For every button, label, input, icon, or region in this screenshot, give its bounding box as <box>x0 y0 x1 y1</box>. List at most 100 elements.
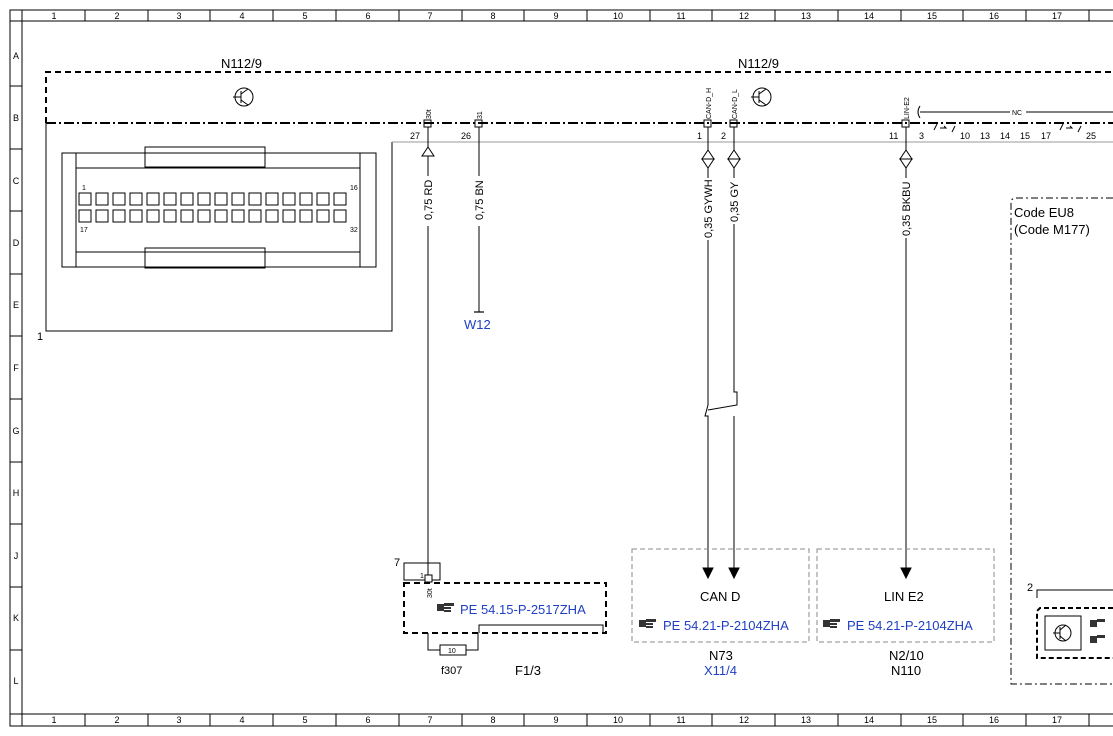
pin-tag: 30t <box>426 109 433 119</box>
col-label: 5 <box>302 715 307 725</box>
col-label: 17 <box>1052 11 1062 21</box>
pin-label: 3 <box>919 131 924 141</box>
pin-tag: CAN-D_L <box>732 89 739 119</box>
row-label: L <box>13 676 18 686</box>
code-label-1: Code EU8 <box>1014 205 1074 220</box>
row-label: A <box>13 51 19 61</box>
column-labels-bottom: 1 2 3 4 5 6 7 8 9 10 11 12 13 14 15 16 1… <box>51 715 1062 725</box>
row-label: H <box>13 488 20 498</box>
can-box-title: CAN D <box>700 589 740 604</box>
module-boundary <box>45 71 1113 123</box>
fuse-pin: 1 <box>420 573 424 580</box>
col-label: 9 <box>553 11 558 21</box>
connector-pin-label: 32 <box>350 227 358 234</box>
col-label: 17 <box>1052 715 1062 725</box>
connector-pin-grid <box>78 192 347 223</box>
wire-label: 0,35 GYWH <box>703 179 715 238</box>
row-label: F <box>13 363 19 373</box>
pin-label: 25 <box>1086 131 1096 141</box>
col-label: 7 <box>427 715 432 725</box>
wire-rd: 0,75 RD <box>420 127 436 583</box>
code-item-number: 2 <box>1027 582 1033 594</box>
can-d-box: CAN D PE 54.21-P-2104ZHA N73 X11/4 <box>631 548 810 678</box>
wire-label: 0,75 BN <box>474 180 486 220</box>
col-label: 16 <box>989 11 999 21</box>
row-label: E <box>13 300 19 310</box>
fuse-box-item-number: 7 <box>394 557 400 569</box>
nc-switch-marks <box>933 123 1082 133</box>
col-label: 2 <box>114 715 119 725</box>
col-label: 4 <box>239 715 244 725</box>
wire-can-h <box>701 127 715 580</box>
pin-label: 11 <box>889 131 898 141</box>
sheet-frame <box>9 9 1113 727</box>
col-label: 9 <box>553 715 558 725</box>
col-label: 16 <box>989 715 999 725</box>
col-label: 6 <box>365 11 370 21</box>
lin-box-title: LIN E2 <box>884 589 924 604</box>
pointing-hand-icon[interactable] <box>437 603 454 612</box>
can-box-ref-link[interactable]: PE 54.21-P-2104ZHA <box>663 618 789 633</box>
fuse-box: 7 1 30t PE 54.15-P-2517ZHA 10 f307 F1/3 <box>394 557 607 678</box>
wire-label: 0,75 RD <box>423 180 435 220</box>
pointing-hand-icon[interactable] <box>823 619 840 628</box>
col-label: 13 <box>801 715 811 725</box>
pin-label: 26 <box>461 131 471 141</box>
fuse-value: 10 <box>448 648 456 655</box>
lin-box-name-2: N110 <box>891 663 921 678</box>
module-item-number: 1 <box>37 331 43 343</box>
fuse-name: f307 <box>441 665 462 677</box>
col-label: 3 <box>176 715 181 725</box>
pin-tag: CAN-D_H <box>706 88 713 119</box>
col-label: 3 <box>176 11 181 21</box>
col-label: 11 <box>676 715 685 725</box>
col-label: 5 <box>302 11 307 21</box>
col-label: 15 <box>927 11 937 21</box>
can-box-link[interactable]: X11/4 <box>704 663 737 678</box>
col-label: 8 <box>490 11 495 21</box>
wire-label: 0,35 BKBU <box>901 182 913 236</box>
col-label: 8 <box>490 715 495 725</box>
module-name-left: N112/9 <box>221 56 262 71</box>
transistor-icon <box>233 87 254 107</box>
col-label: 10 <box>613 715 623 725</box>
ground-label: W12 <box>464 317 491 332</box>
code-box: Code EU8 (Code M177) 2 <box>1010 197 1113 685</box>
module-n112-9: N112/9 N112/9 1 <box>37 56 1113 343</box>
row-label: D <box>13 238 20 248</box>
sheet-ticks <box>10 10 1090 726</box>
lin-e2-box: LIN E2 PE 54.21-P-2104ZHA N2/10 N110 <box>816 548 995 678</box>
transistor-icon <box>1053 624 1072 642</box>
connector-pin-label: 1 <box>82 185 86 192</box>
pin-label: 13 <box>980 131 990 141</box>
col-label: 13 <box>801 11 811 21</box>
col-label: 10 <box>613 11 623 21</box>
lin-box-name-1: N2/10 <box>889 648 924 663</box>
pointing-hand-icon[interactable] <box>1090 619 1105 627</box>
connector-pin-label: 17 <box>80 227 88 234</box>
wire-can-l <box>707 127 741 580</box>
row-label: K <box>13 613 19 623</box>
column-labels-top: 1 2 3 4 5 6 7 8 9 10 11 12 13 14 15 16 1… <box>51 11 1062 21</box>
col-label: 7 <box>427 11 432 21</box>
row-label: J <box>14 551 19 561</box>
col-label: 14 <box>864 11 874 21</box>
pin-label: 15 <box>1020 131 1030 141</box>
transistor-icon <box>751 87 772 107</box>
lin-box-ref-link[interactable]: PE 54.21-P-2104ZHA <box>847 618 973 633</box>
pointing-hand-icon[interactable] <box>1090 635 1105 643</box>
pin-tag: 31 <box>477 111 484 119</box>
pointing-hand-icon[interactable] <box>639 619 656 628</box>
pin-label: 10 <box>960 131 970 141</box>
pin-label: 14 <box>1000 131 1010 141</box>
fuse-pin-tag: 30t <box>427 588 434 598</box>
pin-label: 17 <box>1041 131 1051 141</box>
fuse-box-ref-link[interactable]: PE 54.15-P-2517ZHA <box>460 602 586 617</box>
row-label: B <box>13 113 19 123</box>
pin-label: 1 <box>697 131 702 141</box>
wire-label: 0,35 GY <box>729 181 741 222</box>
connector-icon <box>61 146 377 269</box>
code-label-2: (Code M177) <box>1014 222 1090 237</box>
col-label: 11 <box>676 11 685 21</box>
